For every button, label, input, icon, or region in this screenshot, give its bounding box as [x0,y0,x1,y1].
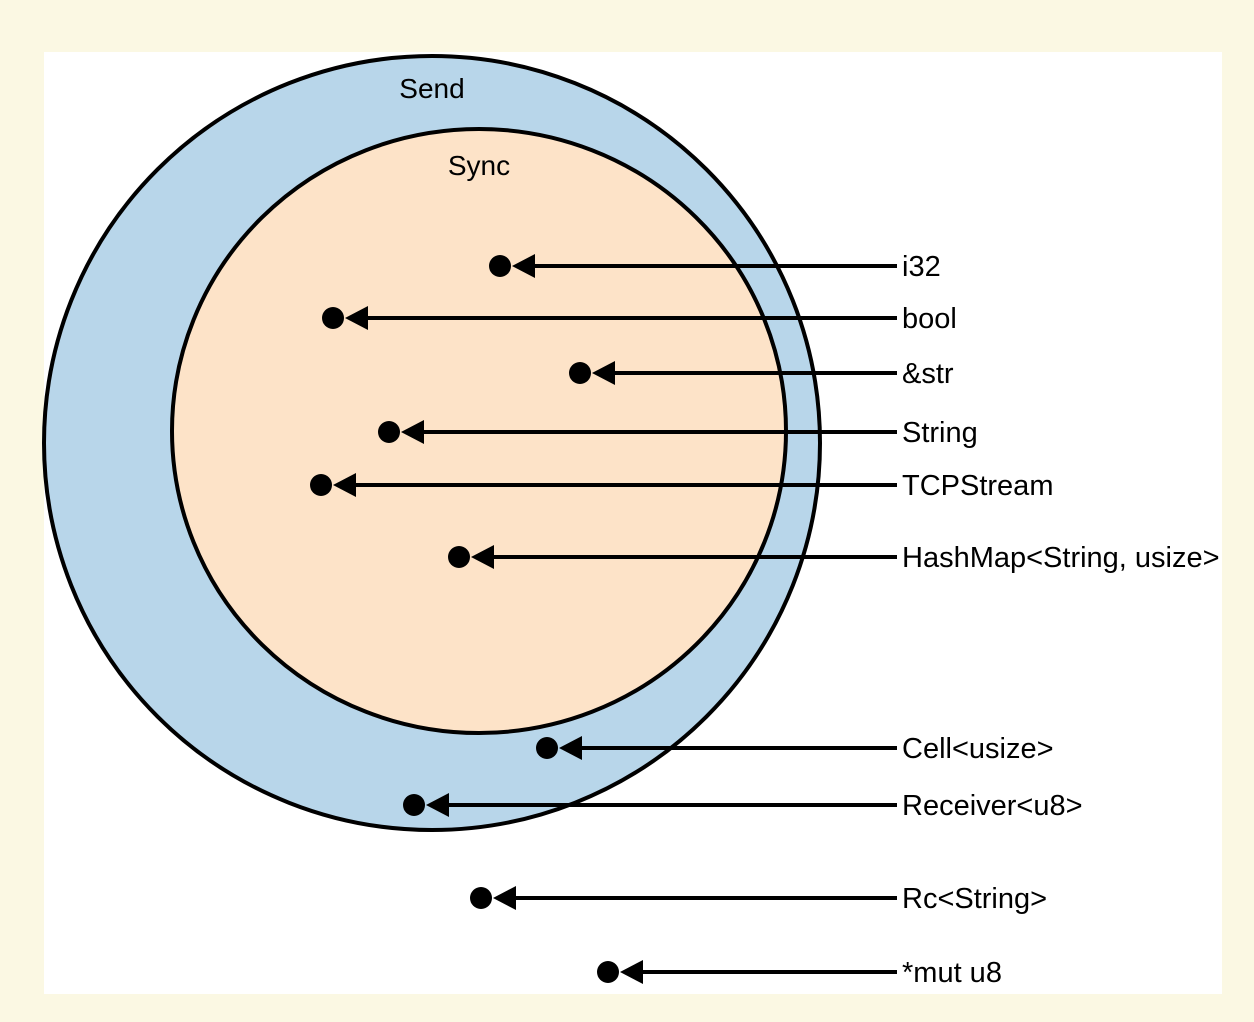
type-label: i32 [902,251,941,283]
type-dot [597,961,619,983]
arrow-head [426,793,449,817]
type-dot [448,546,470,568]
type-dot [310,474,332,496]
type-item-tcpstream: TCPStream [310,470,1053,502]
type-label: String [902,417,978,449]
type-item-rc-string: Rc<String> [470,883,1047,915]
type-label: *mut u8 [902,957,1002,989]
type-dot [403,794,425,816]
sync-label: Sync [448,150,510,181]
type-item-receiver-u8: Receiver<u8> [403,790,1083,822]
type-item-i32: i32 [489,251,941,283]
type-label: Rc<String> [902,883,1047,915]
type-dot [378,421,400,443]
type-label: HashMap<String, usize> [902,542,1220,574]
type-label: TCPStream [902,470,1053,502]
type-label: Receiver<u8> [902,790,1083,822]
send-label: Send [399,73,464,104]
arrow-head [592,361,615,385]
arrow-head [471,545,494,569]
type-label: Cell<usize> [902,733,1054,765]
type-label: bool [902,303,957,335]
type-dot [489,255,511,277]
type-dot [569,362,591,384]
type-dot [536,737,558,759]
arrow-head [333,473,356,497]
arrow-head [620,960,643,984]
type-dot [470,887,492,909]
type-item-bool: bool [322,303,957,335]
type-item-cell-usize: Cell<usize> [536,733,1054,765]
arrow-head [493,886,516,910]
arrow-head [559,736,582,760]
type-label: &str [902,358,954,390]
type-item-mut-u8: *mut u8 [597,957,1002,989]
arrow-head [512,254,535,278]
arrow-head [345,306,368,330]
type-item-string: String [378,417,978,449]
arrow-head [401,420,424,444]
type-item-str: &str [569,358,954,390]
type-dot [322,307,344,329]
type-item-hashmap-string-usize: HashMap<String, usize> [448,542,1220,574]
